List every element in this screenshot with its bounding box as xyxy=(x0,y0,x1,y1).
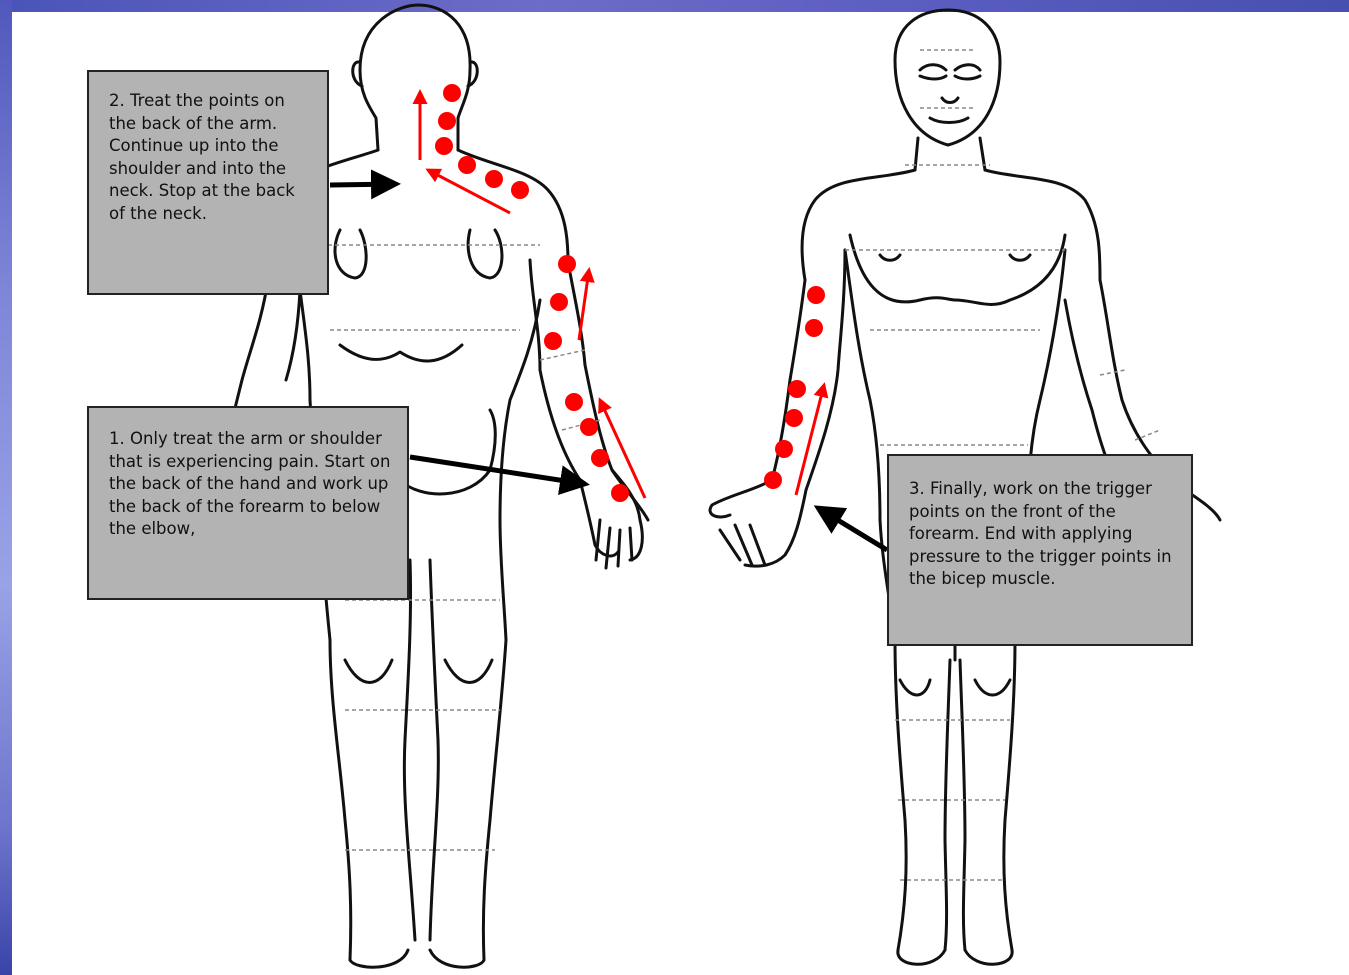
red-arrow xyxy=(579,270,589,340)
trigger-point xyxy=(550,293,568,311)
red-direction-arrows xyxy=(420,92,824,498)
trigger-point xyxy=(511,181,529,199)
callout-step-2: 2. Treat the points on the back of the a… xyxy=(87,70,329,295)
trigger-point xyxy=(443,84,461,102)
trigger-point xyxy=(580,418,598,436)
callout-step-1: 1. Only treat the arm or shoulder that i… xyxy=(87,406,409,600)
trigger-point xyxy=(485,170,503,188)
pointer-arrow-step3 xyxy=(818,508,887,550)
trigger-point xyxy=(788,380,806,398)
trigger-point xyxy=(775,440,793,458)
trigger-point xyxy=(438,112,456,130)
callout-step-1-text: 1. Only treat the arm or shoulder that i… xyxy=(109,428,393,541)
trigger-point xyxy=(591,449,609,467)
trigger-point xyxy=(544,332,562,350)
trigger-point xyxy=(458,156,476,174)
pointer-arrow-step2 xyxy=(330,184,396,185)
trigger-points xyxy=(435,84,825,502)
trigger-point xyxy=(764,471,782,489)
callout-step-2-text: 2. Treat the points on the back of the a… xyxy=(109,90,313,225)
callout-step-3: 3. Finally, work on the trigger points o… xyxy=(887,454,1193,646)
trigger-point xyxy=(565,393,583,411)
trigger-point xyxy=(785,409,803,427)
trigger-point xyxy=(805,319,823,337)
trigger-point xyxy=(435,137,453,155)
pointer-arrow-step1 xyxy=(410,457,585,484)
trigger-point xyxy=(807,286,825,304)
trigger-point xyxy=(558,255,576,273)
trigger-point xyxy=(611,484,629,502)
callout-step-3-text: 3. Finally, work on the trigger points o… xyxy=(909,478,1177,591)
